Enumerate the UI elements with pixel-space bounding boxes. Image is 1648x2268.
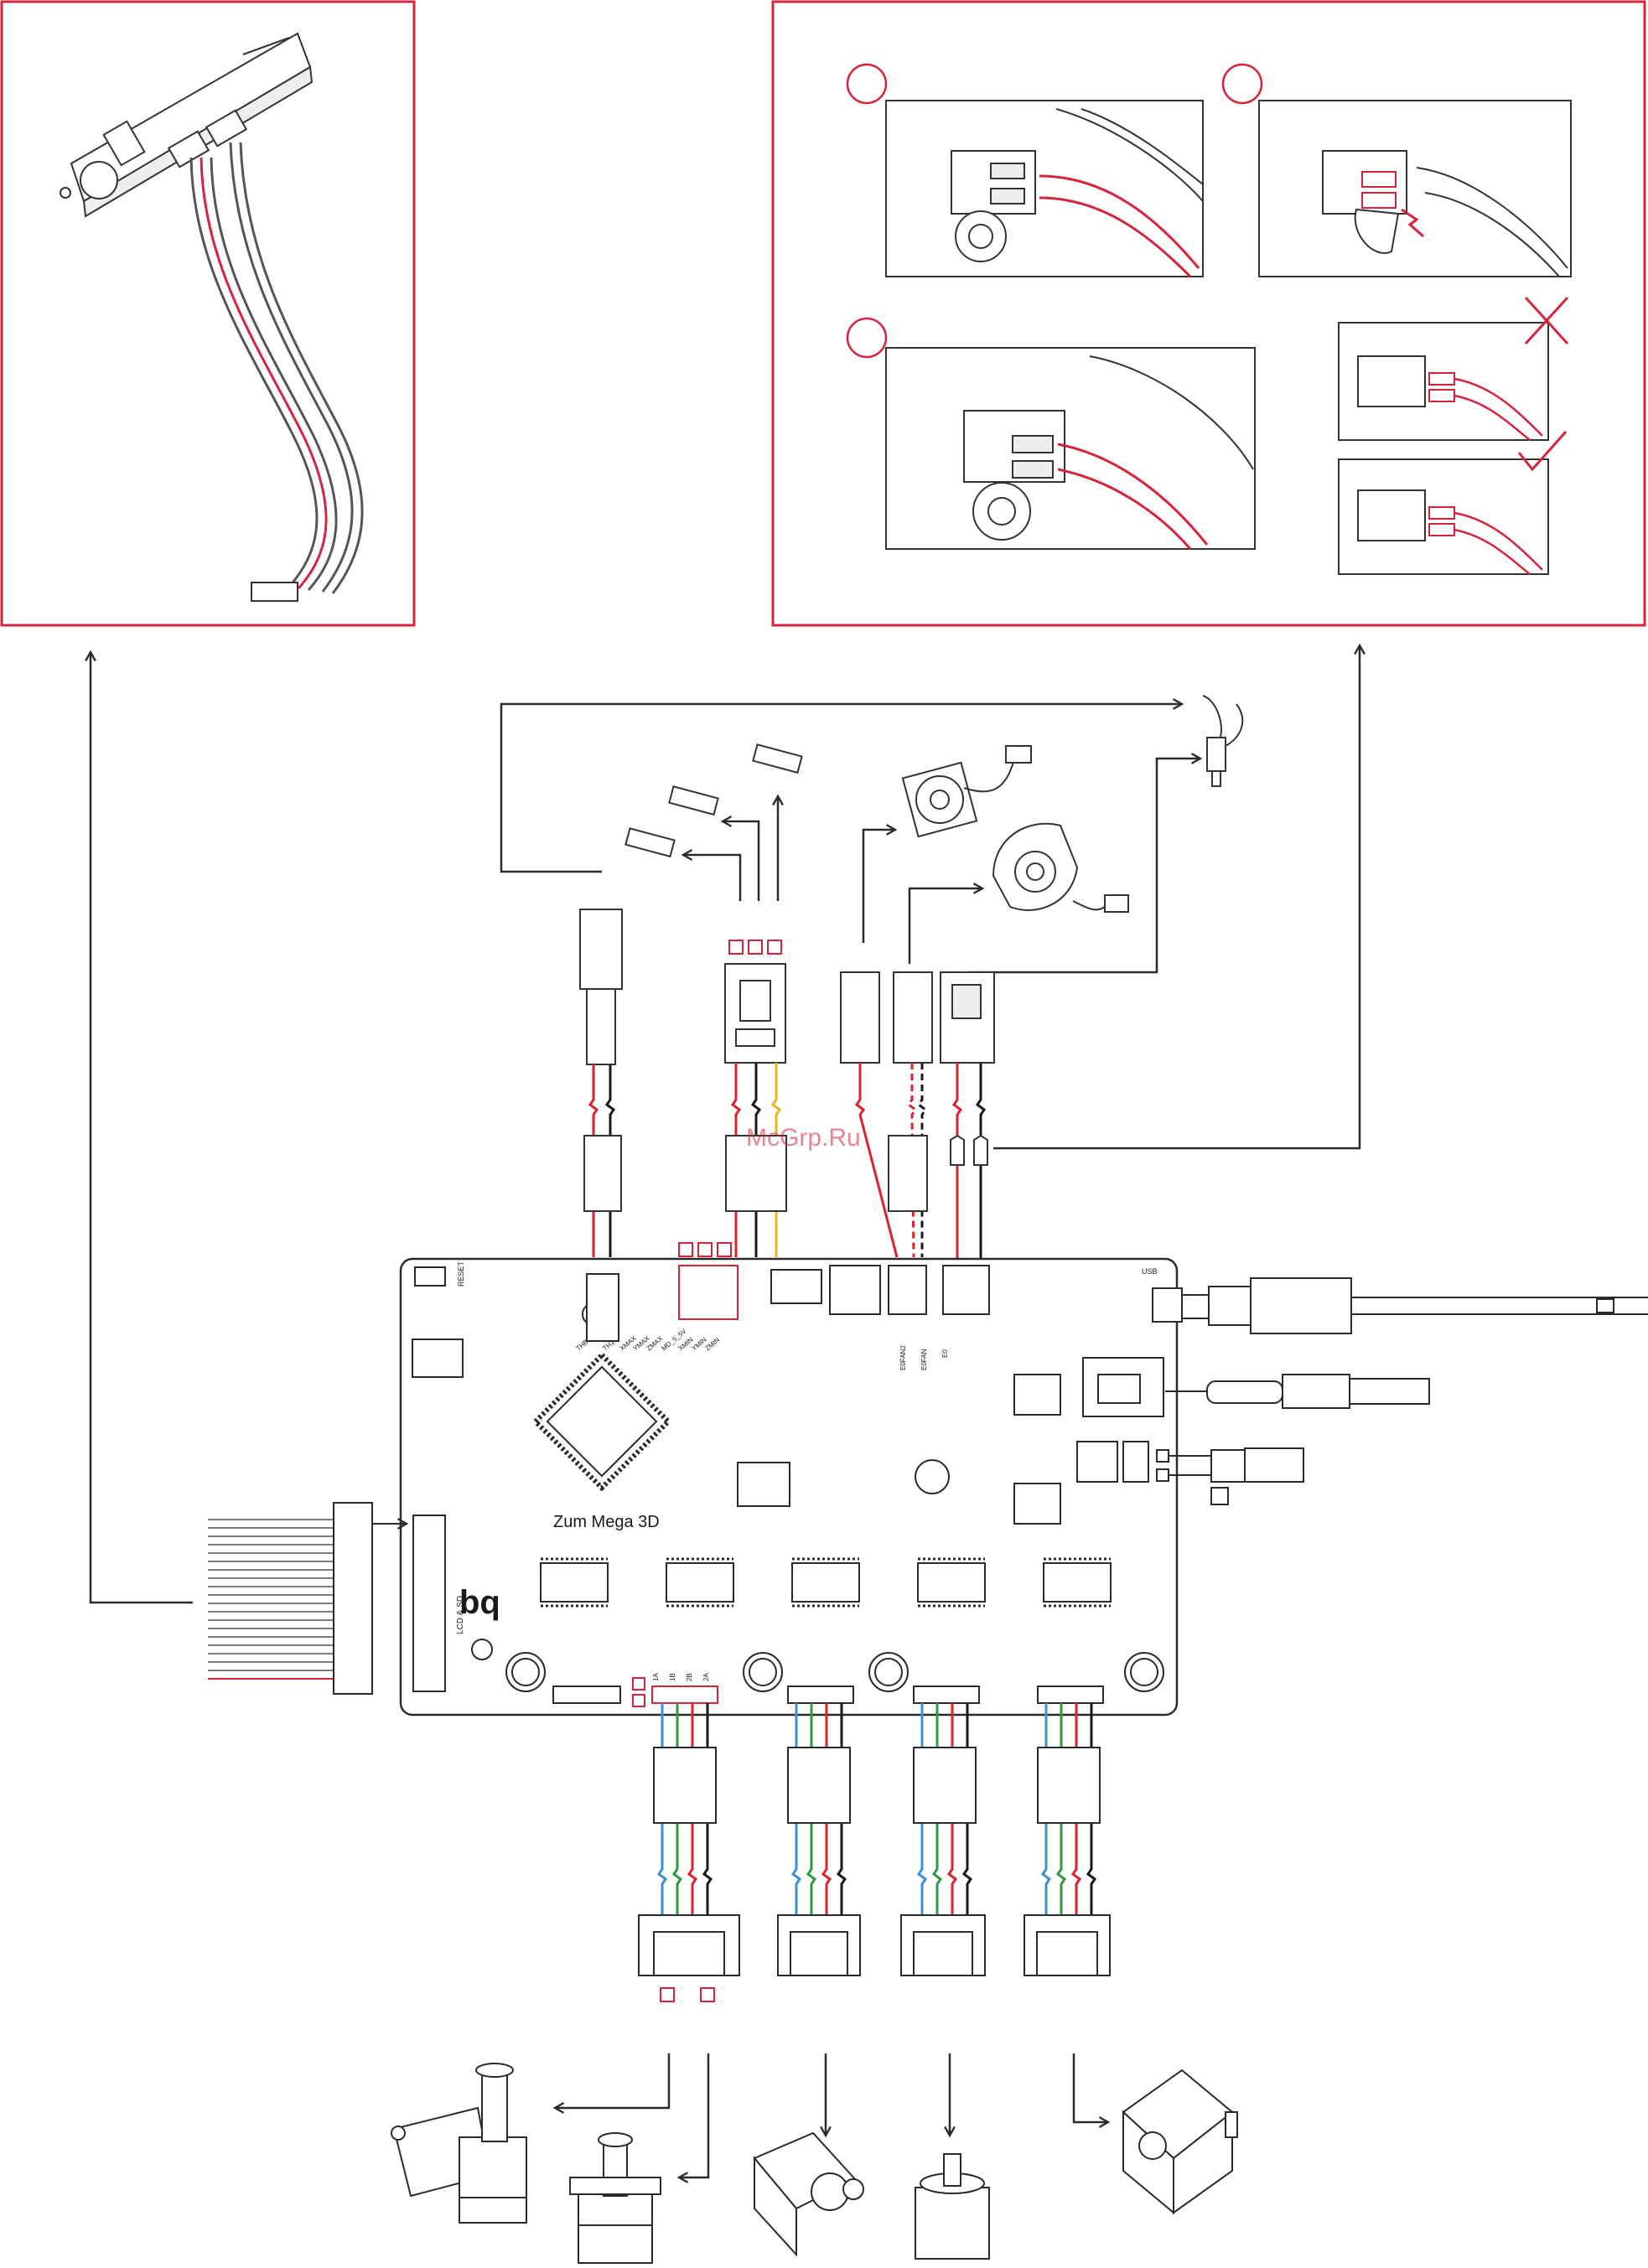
endstop-x-icon bbox=[625, 828, 674, 857]
motor-z1-icon bbox=[754, 2133, 863, 2255]
svg-text:1B: 1B bbox=[669, 1673, 676, 1681]
lcd-ribbon-left bbox=[208, 1503, 407, 1694]
thermistor-icon bbox=[1203, 696, 1242, 786]
svg-text:2B: 2B bbox=[686, 1673, 693, 1681]
motor-crimps bbox=[654, 1748, 1100, 1823]
step-2-marker bbox=[1223, 65, 1262, 103]
lcd-sd-label: LCD & SD bbox=[456, 1596, 465, 1634]
board-logo: bq bbox=[459, 1584, 500, 1621]
blower-fan-icon bbox=[993, 824, 1128, 912]
svg-text:E0: E0 bbox=[941, 1349, 949, 1358]
reset-label: RESET bbox=[457, 1261, 465, 1287]
step-3-marker bbox=[847, 318, 886, 357]
svg-text:2A: 2A bbox=[702, 1673, 710, 1681]
hotend-fan-connector-housing bbox=[841, 972, 879, 1063]
extruder-motor-icon bbox=[1123, 2070, 1237, 2213]
red-marker-boxes-bottom bbox=[661, 1988, 714, 2001]
watermark: McGrp.Ru bbox=[746, 1124, 861, 1152]
motor-y-icon bbox=[570, 2133, 661, 2263]
power-cable bbox=[1083, 1358, 1429, 1416]
blower-connector-housing bbox=[894, 972, 932, 1063]
endstop-icons bbox=[625, 744, 801, 857]
main-board: Zum Mega 3D bq RESET USB LCD & SD THB TH… bbox=[401, 1259, 1228, 1715]
ribbon-cable bbox=[191, 142, 362, 593]
motor-z2-icon bbox=[915, 2154, 989, 2259]
usb-label: USB bbox=[1142, 1267, 1158, 1276]
board-name: Zum Mega 3D bbox=[553, 1513, 660, 1531]
small-ic bbox=[738, 1463, 790, 1506]
wrong-example-image bbox=[1339, 323, 1548, 440]
ribbon-connector bbox=[251, 583, 298, 601]
lcd-sd-header bbox=[413, 1515, 445, 1691]
usb-jack bbox=[1153, 1288, 1182, 1322]
svg-text:E0FAN2: E0FAN2 bbox=[899, 1345, 907, 1370]
thermistor-connector bbox=[580, 909, 622, 989]
right-example-image bbox=[1339, 459, 1548, 574]
motor-wires bbox=[659, 1703, 1095, 1936]
arrow-to-lcd-panel bbox=[91, 652, 193, 1603]
lcd-board bbox=[60, 34, 312, 216]
aux-connector bbox=[1157, 1448, 1303, 1482]
svg-text:E0FAN: E0FAN bbox=[920, 1349, 928, 1370]
endstop-z-icon bbox=[753, 744, 801, 773]
step-1-marker bbox=[847, 65, 886, 103]
endstop-arrows bbox=[501, 704, 1182, 901]
svg-text:1A: 1A bbox=[652, 1673, 660, 1681]
step-2-image bbox=[1259, 101, 1571, 277]
connector-steps-panel bbox=[773, 2, 1645, 625]
connectors-top bbox=[580, 909, 994, 1064]
usb-cable bbox=[1182, 1278, 1648, 1333]
endstop-y-icon bbox=[669, 786, 718, 815]
lcd-panel bbox=[2, 2, 414, 625]
motor-x-icon bbox=[391, 2063, 526, 2223]
hotend-fan-icon bbox=[903, 746, 1031, 836]
motor-connectors bbox=[639, 1915, 1110, 1975]
step-1-image bbox=[886, 101, 1203, 277]
step-3-image bbox=[886, 348, 1255, 549]
